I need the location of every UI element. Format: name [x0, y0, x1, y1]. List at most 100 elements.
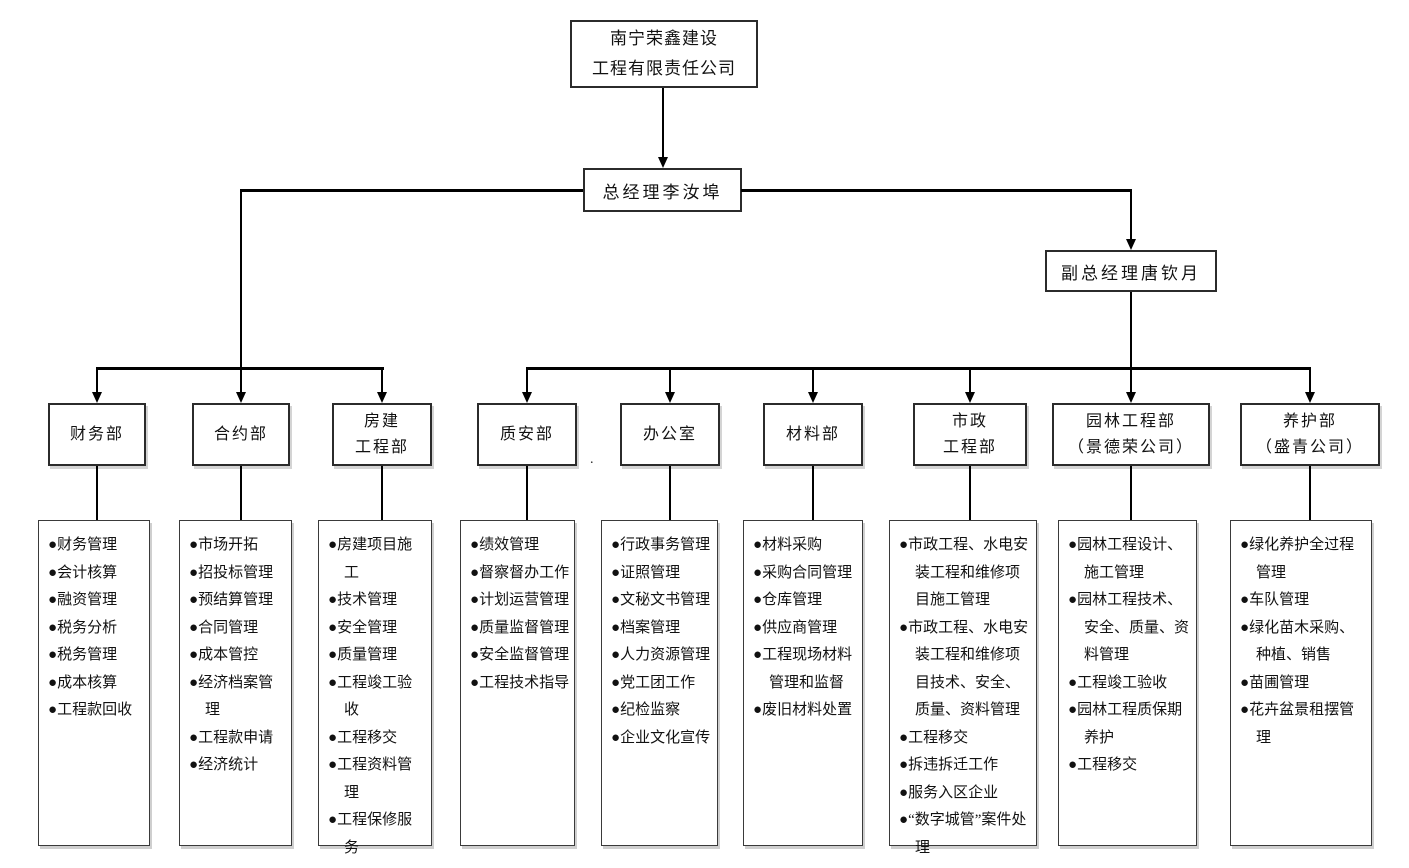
duty-item: 工程现场材料管理和监督 [753, 642, 858, 697]
department-name-line: 财务部 [69, 425, 124, 443]
duty-item: 财务管理 [48, 532, 145, 560]
arrowhead-to-department [965, 392, 975, 403]
connector-bus-to-department [96, 367, 98, 393]
duty-item: 花卉盆景租摆管理 [1240, 697, 1367, 752]
department-name-line: （景德荣公司） [1067, 438, 1194, 456]
department-box: 办公室 [620, 403, 720, 466]
duty-item: 税务分析 [48, 615, 145, 643]
connector-gm-left [240, 189, 583, 192]
department-name-line: 工程部 [942, 438, 997, 456]
duty-item: 纪检监察 [611, 697, 713, 725]
duty-item: 技术管理 [328, 587, 427, 615]
duty-item: 人力资源管理 [611, 642, 713, 670]
duty-item: 供应商管理 [753, 615, 858, 643]
duty-item: 成本管控 [189, 642, 287, 670]
deputy-manager-label: 副总经理唐钦月 [1061, 263, 1201, 283]
duty-item: 档案管理 [611, 615, 713, 643]
duty-item: 融资管理 [48, 587, 145, 615]
connector-deputy-drop [1130, 292, 1132, 368]
company-name: 南宁荣鑫建设 工程有限责任公司 [592, 29, 736, 78]
duty-item: 党工团工作 [611, 670, 713, 698]
department-name-line: 合约部 [213, 425, 268, 443]
duty-list: 绩效管理督察督办工作计划运营管理质量监督管理安全监督管理工程技术指导 [460, 520, 575, 846]
department-name-line: 工程部 [354, 438, 409, 456]
duty-item: 经济档案管理 [189, 670, 287, 725]
duty-list: 绿化养护全过程管理车队管理绿化苗木采购、种植、销售苗圃管理花卉盆景租摆管理 [1230, 520, 1372, 846]
connector-to-deputy [1130, 189, 1132, 239]
duty-item: 工程技术指导 [470, 670, 570, 698]
connector-right-bus [526, 367, 1311, 370]
stray-dot: . [590, 452, 594, 467]
connector-bus-to-department [969, 367, 971, 393]
connector-department-to-duties [969, 466, 971, 520]
department-box: 合约部 [192, 403, 290, 466]
department-name-line: （盛青公司） [1255, 438, 1364, 456]
connector-gm-right [741, 189, 1132, 192]
duty-item: 服务入区企业 [899, 780, 1032, 808]
duty-item: 安全管理 [328, 615, 427, 643]
duty-item: 工程竣工验收 [328, 670, 427, 725]
connector-department-to-duties [812, 466, 814, 520]
duty-item: 工程移交 [899, 725, 1032, 753]
duty-item: 税务管理 [48, 642, 145, 670]
deputy-manager-box: 副总经理唐钦月 [1045, 250, 1217, 292]
duty-item: 绿化养护全过程管理 [1240, 532, 1367, 587]
duty-item: 企业文化宣传 [611, 725, 713, 753]
duty-item: 绩效管理 [470, 532, 570, 560]
arrowhead-to-department [665, 392, 675, 403]
connector-bus-to-department [1309, 367, 1311, 393]
department-name-line: 材料部 [785, 425, 840, 443]
duty-item: 房建项目施工 [328, 532, 427, 587]
duty-item: 市场开拓 [189, 532, 287, 560]
department-name-line: 市政 [951, 412, 988, 430]
duty-item: 市政工程、水电安装工程和维修项目技术、安全、质量、资料管理 [899, 615, 1032, 725]
duty-item: 督察督办工作 [470, 560, 570, 588]
department-name-line: 园林工程部 [1085, 412, 1176, 430]
connector-department-to-duties [1130, 466, 1132, 520]
duty-item: 废旧材料处置 [753, 697, 858, 725]
duty-item: 采购合同管理 [753, 560, 858, 588]
duty-item: 经济统计 [189, 752, 287, 780]
duty-item: 成本核算 [48, 670, 145, 698]
general-manager-label: 总经理李汝埠 [602, 182, 723, 202]
duty-item: 材料采购 [753, 532, 858, 560]
department-name-line: 办公室 [642, 425, 697, 443]
duty-item: 园林工程质保期养护 [1068, 697, 1192, 752]
duty-item: 预结算管理 [189, 587, 287, 615]
connector-gm-left-drop [240, 189, 242, 369]
department-box: 养护部（盛青公司） [1240, 403, 1380, 466]
department-name: 财务部 [70, 422, 124, 448]
arrowhead-to-department [377, 392, 387, 403]
duty-list: 行政事务管理证照管理文秘文书管理档案管理人力资源管理党工团工作纪检监察企业文化宣… [601, 520, 718, 846]
department-name: 办公室 [643, 422, 697, 448]
connector-department-to-duties [240, 466, 242, 520]
department-name-line: 质安部 [499, 425, 554, 443]
connector-root-to-gm [662, 88, 664, 158]
duty-item: 计划运营管理 [470, 587, 570, 615]
department-box: 市政工程部 [913, 403, 1027, 466]
duty-item: 证照管理 [611, 560, 713, 588]
duty-item: 苗圃管理 [1240, 670, 1367, 698]
duty-list: 材料采购采购合同管理仓库管理供应商管理工程现场材料管理和监督废旧材料处置 [743, 520, 863, 846]
connector-department-to-duties [526, 466, 528, 520]
duty-item: 安全监督管理 [470, 642, 570, 670]
duty-item: “数字城管”案件处理 [899, 807, 1032, 862]
arrowhead-to-gm [658, 157, 668, 168]
arrowhead-to-department [1126, 392, 1136, 403]
duty-item: 工程移交 [328, 725, 427, 753]
duty-item: 工程移交 [1068, 752, 1192, 780]
duty-item: 文秘文书管理 [611, 587, 713, 615]
connector-department-to-duties [381, 466, 383, 520]
department-box: 园林工程部 （景德荣公司） [1052, 403, 1210, 466]
department-name-line: 房建 [363, 412, 400, 430]
duty-item: 合同管理 [189, 615, 287, 643]
duty-item: 行政事务管理 [611, 532, 713, 560]
duty-item: 园林工程设计、施工管理 [1068, 532, 1192, 587]
duty-item: 市政工程、水电安装工程和维修项目施工管理 [899, 532, 1032, 615]
duty-list: 房建项目施工技术管理安全管理质量管理工程竣工验收工程移交工程资料管理工程保修服务 [318, 520, 432, 856]
duty-item: 招投标管理 [189, 560, 287, 588]
duty-item: 园林工程技术、安全、质量、资料管理 [1068, 587, 1192, 670]
department-box: 财务部 [48, 403, 146, 466]
connector-bus-to-department [381, 367, 383, 393]
